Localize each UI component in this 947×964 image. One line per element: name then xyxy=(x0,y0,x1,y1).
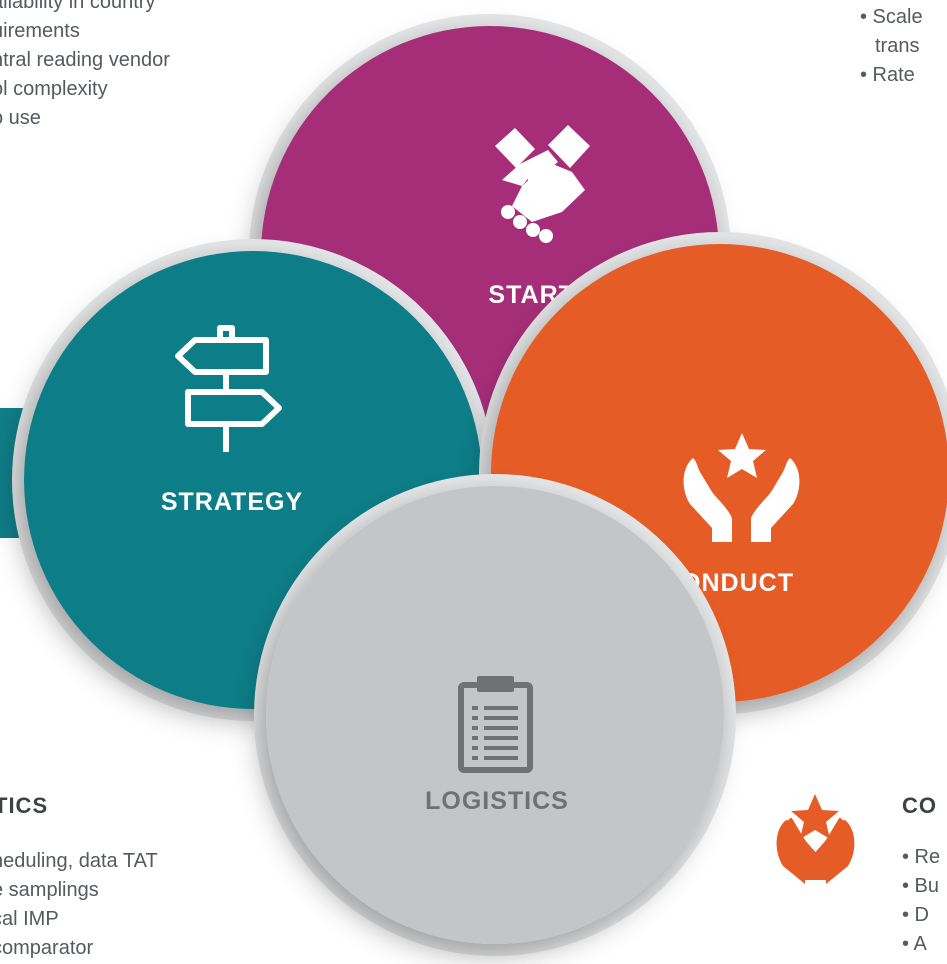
list-item: • Scale xyxy=(860,6,923,28)
hands-star-icon xyxy=(776,794,855,884)
logistics-list: heduling, data TAT e samplings cal IMP c… xyxy=(0,847,158,963)
list-item: • D xyxy=(902,904,930,926)
list-item: • Bu xyxy=(902,875,940,897)
logistics-label: LOGISTICS xyxy=(425,787,569,815)
list-item: comparator xyxy=(0,937,94,959)
clipboard-icon xyxy=(458,676,533,773)
list-item: ailability in country xyxy=(0,0,156,13)
list-item: cal IMP xyxy=(0,908,59,930)
hands-star-icon xyxy=(683,433,800,542)
conduct-heading: CO xyxy=(902,793,937,818)
top-left-list: ailability in country uirements ntral re… xyxy=(0,0,170,133)
list-item: • Re xyxy=(902,846,941,868)
list-item: • A xyxy=(902,933,927,955)
logistics-heading: TICS xyxy=(0,793,49,818)
list-item: uirements xyxy=(0,20,80,42)
list-item: ntral reading vendor xyxy=(0,49,170,71)
logistics-circle: LOGISTICS xyxy=(254,474,736,956)
signpost-icon xyxy=(175,325,282,452)
conduct-list: • Re • Bu • D • A xyxy=(902,843,940,959)
strategy-label: STRATEGY xyxy=(161,488,303,516)
list-item: e samplings xyxy=(0,879,99,901)
list-item: trans xyxy=(875,35,920,57)
handshake-icon xyxy=(495,125,590,243)
list-item: ol complexity xyxy=(0,78,108,100)
list-item: heduling, data TAT xyxy=(0,850,158,872)
list-item: • Rate xyxy=(860,64,915,86)
top-right-list: and • Scale trans • Rate xyxy=(860,0,923,90)
list-item: o use xyxy=(0,107,41,129)
